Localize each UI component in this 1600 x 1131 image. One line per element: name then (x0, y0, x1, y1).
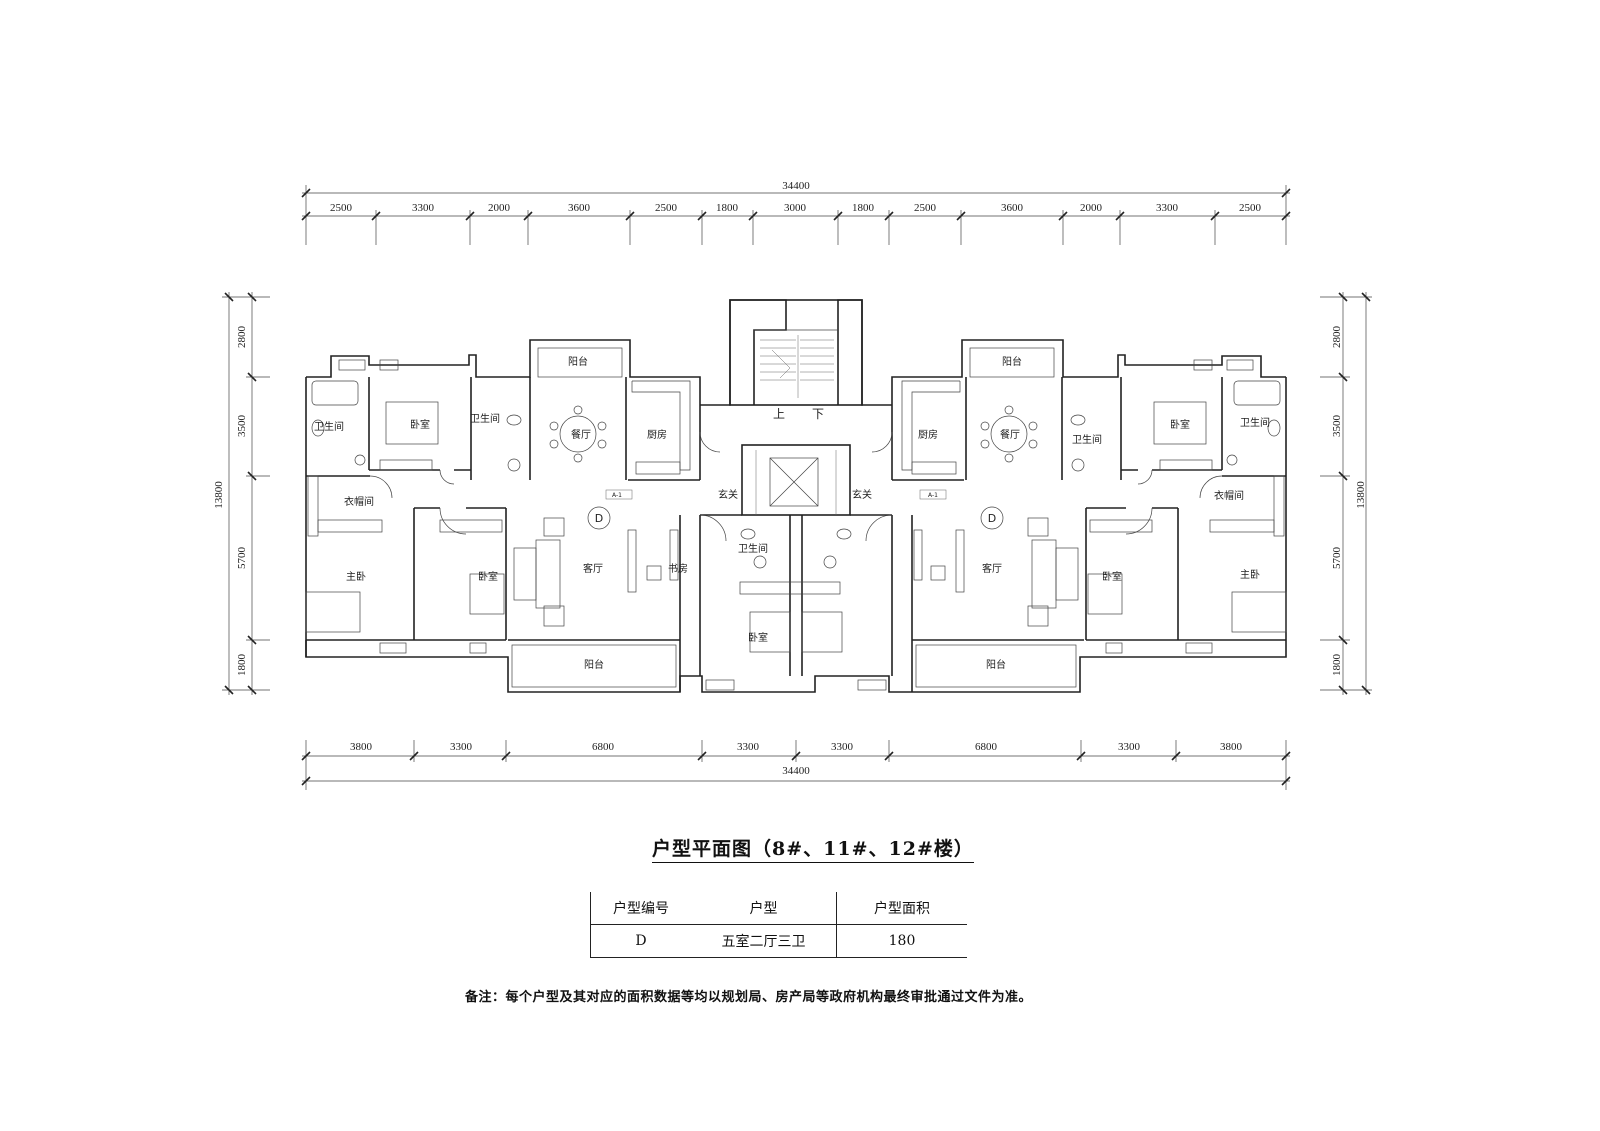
title-sub: （8#、11#、12#楼） (752, 838, 974, 860)
bottom-dim-4: 3300 (737, 741, 760, 753)
top-dim-12: 3300 (1156, 202, 1179, 214)
unit-mark-right: D (988, 512, 996, 525)
room-foyer-left: 玄关 (718, 488, 738, 501)
room-bedroom-b: 卧室 (478, 570, 498, 583)
stair-up-label: 上 (773, 407, 785, 421)
room-bedroom-d: 卧室 (1102, 570, 1122, 583)
right-dim-2: 3500 (1331, 415, 1343, 438)
dining-table-right (980, 405, 1038, 463)
left-dimension-lines: 13800 2800 3500 5700 1800 (213, 292, 270, 695)
right-dim-3: 5700 (1331, 547, 1343, 570)
top-dim-4: 3600 (568, 202, 591, 214)
room-balcony-top-right: 阳台 (1002, 355, 1022, 368)
room-foyer-right: 玄关 (852, 488, 872, 501)
table-cell-code: D (590, 924, 691, 958)
unit-mark-left: D (595, 512, 603, 525)
left-dim-3: 5700 (236, 547, 248, 570)
footnote: 备注：每个户型及其对应的面积数据等均以规划局、房产局等政府机构最终审批通过文件为… (465, 990, 1033, 1005)
room-living-left: 客厅 (583, 562, 603, 575)
room-balcony-bottom-left: 阳台 (584, 658, 604, 671)
room-bath-a: 卫生间 (314, 420, 344, 433)
room-bath-center: 卫生间 (738, 542, 768, 555)
bottom-dim-5: 3300 (831, 741, 854, 753)
top-dimension-lines: 34400 2500 3300 2000 3600 2500 1800 3000… (301, 180, 1291, 245)
building-walls (305, 299, 1287, 693)
page-title: 户型平面图（8#、11#、12#楼） (652, 834, 974, 863)
room-bedroom-a: 卧室 (410, 418, 430, 431)
dining-table-left (549, 405, 607, 463)
top-dim-2: 3300 (412, 202, 435, 214)
top-dim-6: 1800 (716, 202, 739, 214)
tag-left: A-1 (612, 492, 622, 499)
room-cloak-left: 衣帽间 (344, 495, 374, 508)
room-dining-left: 餐厅 (571, 428, 591, 441)
table-cell-area: 180 (836, 924, 967, 958)
room-bath-c: 卫生间 (1072, 433, 1102, 446)
left-overall-dim: 13800 (213, 481, 225, 509)
room-study: 书房 (668, 562, 688, 575)
room-kitchen-right: 厨房 (918, 428, 938, 441)
bottom-dim-3: 6800 (592, 741, 615, 753)
bottom-dim-7: 3300 (1118, 741, 1141, 753)
room-balcony-top-left: 阳台 (568, 355, 588, 368)
unit-table: 户型编号 户型 户型面积 D 五室二厅三卫 180 (590, 892, 967, 958)
top-dim-11: 2000 (1080, 202, 1103, 214)
top-dim-1: 2500 (330, 202, 353, 214)
room-kitchen-left: 厨房 (647, 428, 667, 441)
bottom-dimension-lines: 3800 3300 6800 3300 3300 6800 3300 3800 … (301, 740, 1291, 790)
top-overall-dim: 34400 (782, 180, 810, 192)
right-dim-4: 1800 (1331, 654, 1343, 677)
right-dim-1: 2800 (1331, 326, 1343, 349)
left-dim-2: 3500 (236, 415, 248, 438)
bottom-overall-dim: 34400 (782, 765, 810, 777)
table-header-area: 户型面积 (836, 892, 967, 925)
top-dim-10: 3600 (1001, 202, 1024, 214)
room-bath-b: 卫生间 (470, 412, 500, 425)
top-dim-7: 3000 (784, 202, 807, 214)
stair-down-label: 下 (812, 407, 824, 421)
room-bedroom-c: 卧室 (1170, 418, 1190, 431)
table-header-code: 户型编号 (590, 892, 691, 925)
bottom-dim-8: 3800 (1220, 741, 1243, 753)
bottom-dim-2: 3300 (450, 741, 473, 753)
table-header-type: 户型 (691, 892, 837, 925)
top-dim-5: 2500 (655, 202, 678, 214)
room-labels: 卫生间 卧室 卫生间 餐厅 厨房 阳台 衣帽间 主卧 卧室 客厅 书房 玄关 上… (314, 355, 1270, 671)
tag-right: A-1 (928, 492, 938, 499)
top-dim-9: 2500 (914, 202, 937, 214)
left-dim-4: 1800 (236, 654, 248, 677)
table-cell-type: 五室二厅三卫 (691, 924, 837, 958)
left-dim-1: 2800 (236, 326, 248, 349)
room-dining-right: 餐厅 (1000, 428, 1020, 441)
room-bedroom-center: 卧室 (748, 631, 768, 644)
title-main: 户型平面图 (652, 838, 753, 860)
room-living-right: 客厅 (982, 562, 1002, 575)
room-balcony-bottom-right: 阳台 (986, 658, 1006, 671)
room-cloak-right: 衣帽间 (1214, 489, 1244, 502)
top-dim-13: 2500 (1239, 202, 1262, 214)
right-dimension-lines: 2800 3500 5700 1800 13800 (1320, 292, 1372, 695)
right-overall-dim: 13800 (1355, 481, 1367, 509)
bottom-dim-1: 3800 (350, 741, 373, 753)
table-row: D 五室二厅三卫 180 (590, 924, 967, 958)
table-header-row: 户型编号 户型 户型面积 (590, 892, 967, 925)
top-dim-8: 1800 (852, 202, 875, 214)
top-dim-3: 2000 (488, 202, 511, 214)
room-master-left: 主卧 (346, 570, 366, 583)
bottom-dim-6: 6800 (975, 741, 998, 753)
room-master-right: 主卧 (1240, 568, 1260, 581)
room-bath-d: 卫生间 (1240, 416, 1270, 429)
